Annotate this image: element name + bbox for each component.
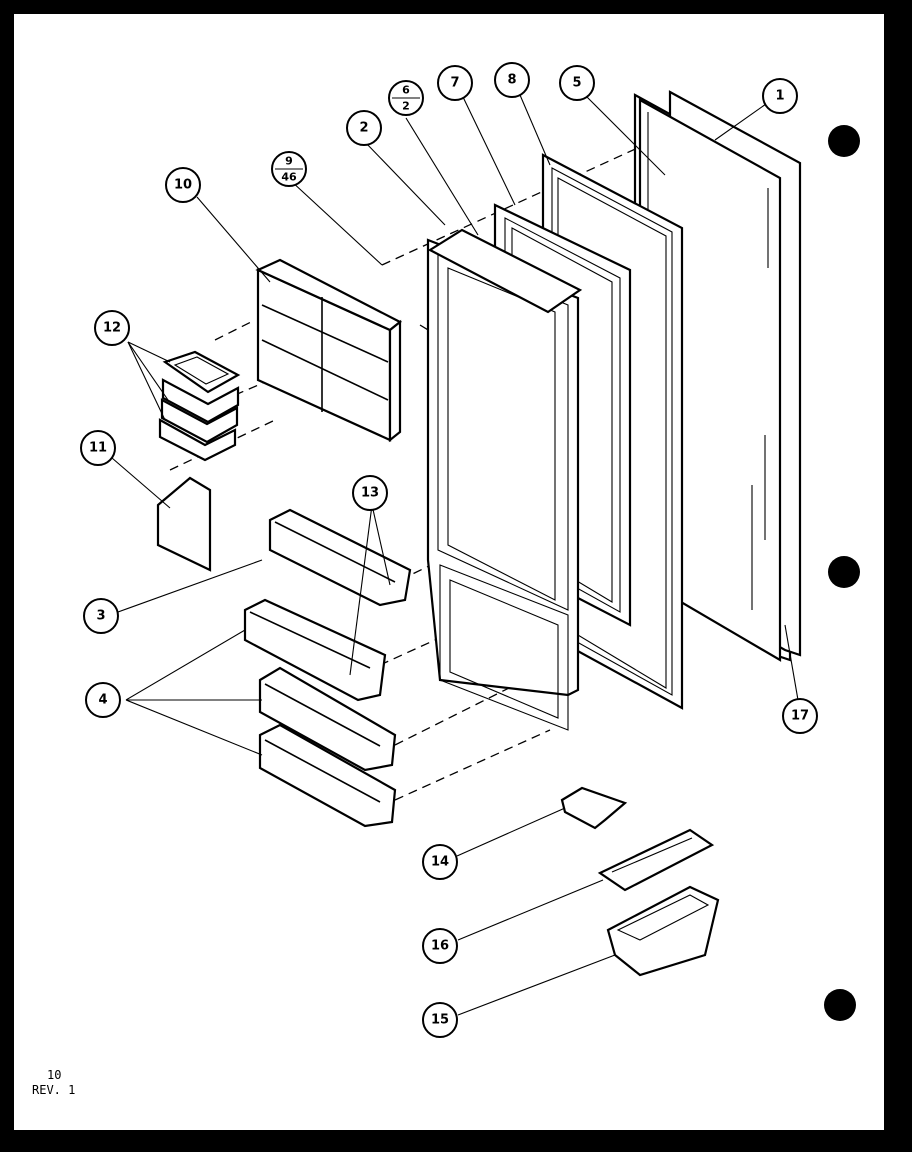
callout-9-over-46-top: 9 — [285, 155, 293, 168]
callout-17: 17 — [782, 698, 818, 734]
callout-4-label: 4 — [98, 693, 107, 708]
part-10-shelf-rack — [255, 258, 403, 443]
part-16-lid — [597, 828, 715, 892]
callout-3-label: 3 — [96, 609, 105, 624]
callout-12: 12 — [94, 310, 130, 346]
callout-6-over-2-bottom: 2 — [402, 100, 410, 113]
callout-7: 7 — [437, 65, 473, 101]
callout-14-label: 14 — [431, 855, 449, 870]
callout-8-label: 8 — [507, 73, 516, 88]
callout-13: 13 — [352, 475, 388, 511]
revision-label: REV. 1 — [32, 1083, 76, 1097]
page-number: 10 — [47, 1068, 62, 1082]
part-12-containers — [158, 350, 241, 462]
callout-1-label: 1 — [775, 89, 784, 104]
callout-16-label: 16 — [431, 939, 449, 954]
part-15-bucket — [606, 885, 720, 977]
callout-16: 16 — [422, 928, 458, 964]
leader-lines — [111, 94, 799, 1016]
part-2-door-liner — [426, 228, 583, 731]
part-11-card — [156, 476, 212, 572]
callout-5: 5 — [559, 65, 595, 101]
binder-hole-top — [828, 125, 860, 157]
callout-15-label: 15 — [431, 1013, 449, 1028]
callout-5-label: 5 — [572, 76, 581, 91]
callout-6-over-2-top: 6 — [402, 84, 410, 97]
callout-9-over-46-bottom: 46 — [281, 171, 297, 184]
callout-2: 2 — [346, 110, 382, 146]
binder-hole-bottom — [824, 989, 856, 1021]
part-14-tray — [560, 786, 628, 830]
callout-7-label: 7 — [450, 76, 459, 91]
callout-15: 15 — [422, 1002, 458, 1038]
callout-10: 10 — [165, 167, 201, 203]
part-3-bin — [268, 508, 412, 607]
callout-2-label: 2 — [359, 121, 368, 136]
callout-9-over-46: 9 46 — [271, 151, 307, 187]
callout-10-label: 10 — [174, 178, 192, 193]
callout-13-label: 13 — [361, 486, 379, 501]
callout-17-label: 17 — [791, 709, 809, 724]
callout-6-over-2: 6 2 — [388, 80, 424, 116]
callout-11: 11 — [80, 430, 116, 466]
callout-14: 14 — [422, 844, 458, 880]
callout-1: 1 — [762, 78, 798, 114]
callout-8: 8 — [494, 62, 530, 98]
part-4-door-bins — [243, 598, 397, 828]
binder-hole-middle — [828, 556, 860, 588]
callout-4: 4 — [85, 682, 121, 718]
callout-12-label: 12 — [103, 321, 121, 336]
callout-3: 3 — [83, 598, 119, 634]
callout-11-label: 11 — [89, 441, 107, 456]
